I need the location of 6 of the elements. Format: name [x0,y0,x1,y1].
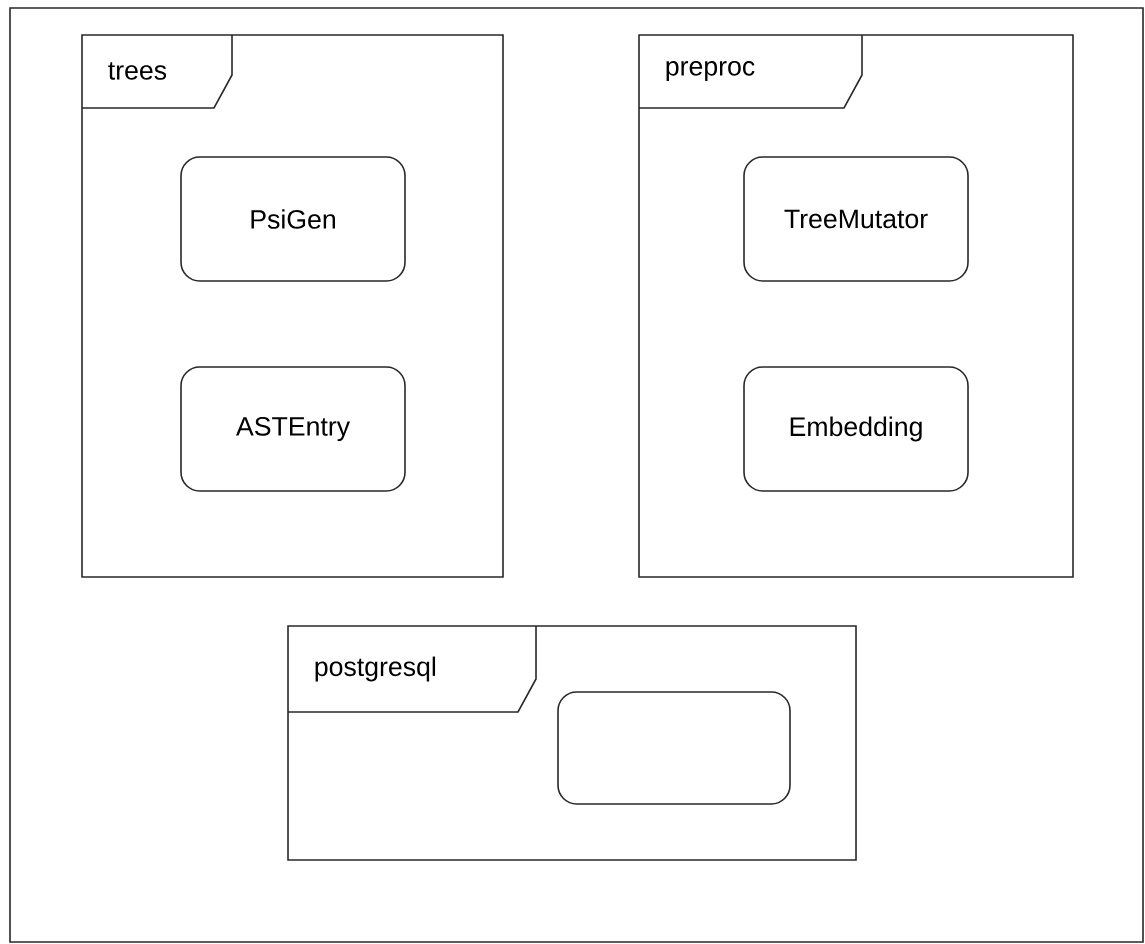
component-box [557,691,791,805]
component-box: PsiGen [180,156,406,282]
component-box: Embedding [743,366,969,492]
component-box: TreeMutator [743,156,969,282]
package-box: postgresql [287,625,857,861]
component-box: ASTEntry [180,366,406,492]
